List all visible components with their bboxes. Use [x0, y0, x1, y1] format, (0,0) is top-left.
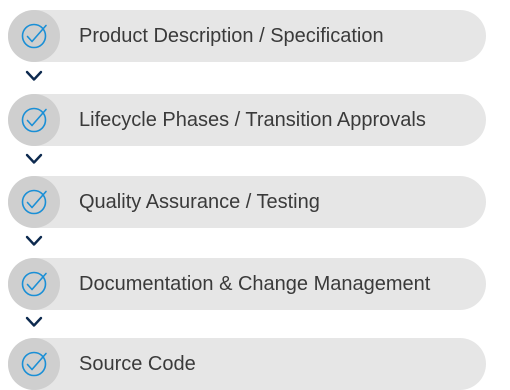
step-item: Documentation & Change Management: [8, 258, 486, 310]
check-circle-icon: [21, 271, 47, 297]
chevron-down-icon: [25, 235, 43, 246]
chevron-down-icon: [25, 316, 43, 327]
step-item: Quality Assurance / Testing: [8, 176, 486, 228]
step-label: Product Description / Specification: [79, 25, 384, 47]
check-badge: [8, 10, 60, 62]
step-item: Product Description / Specification: [8, 10, 486, 62]
check-circle-icon: [21, 23, 47, 49]
check-badge: [8, 258, 60, 310]
check-circle-icon: [21, 189, 47, 215]
step-label: Lifecycle Phases / Transition Approvals: [79, 109, 426, 131]
check-badge: [8, 176, 60, 228]
check-badge: [8, 94, 60, 146]
chevron-down-icon: [25, 70, 43, 81]
check-circle-icon: [21, 351, 47, 377]
chevron-down-icon: [25, 153, 43, 164]
step-label: Quality Assurance / Testing: [79, 191, 320, 213]
step-item: Lifecycle Phases / Transition Approvals: [8, 94, 486, 146]
step-label: Documentation & Change Management: [79, 273, 431, 295]
check-badge: [8, 338, 60, 390]
step-item: Source Code: [8, 338, 486, 390]
step-label: Source Code: [79, 353, 196, 375]
check-circle-icon: [21, 107, 47, 133]
